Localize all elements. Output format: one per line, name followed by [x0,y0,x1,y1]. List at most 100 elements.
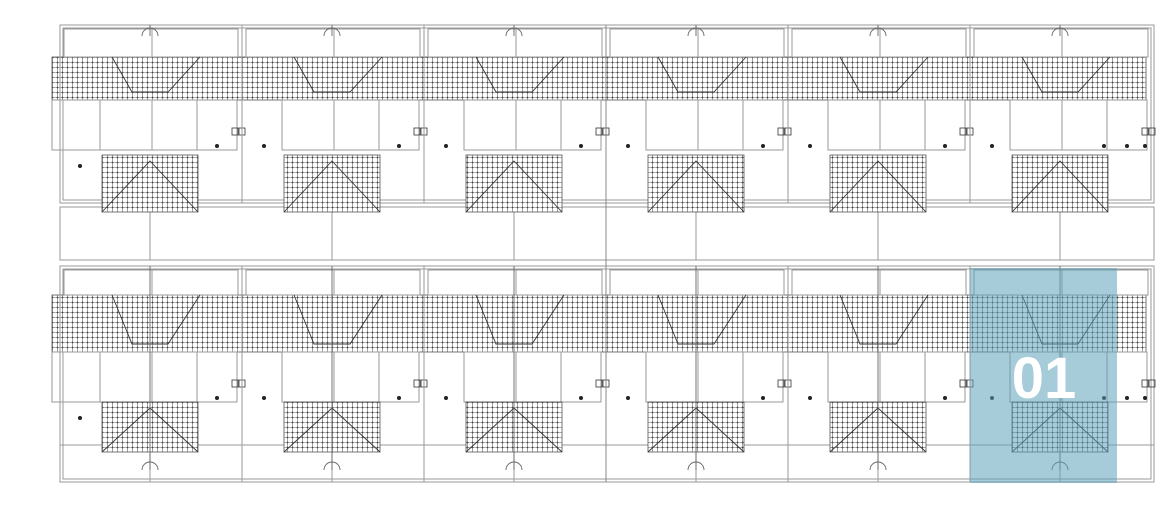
highlighted-unit[interactable] [970,268,1117,483]
front-yard [333,269,421,296]
room [463,99,517,151]
highlight-layer: 01 [970,268,1117,483]
room [697,351,744,403]
room [333,351,380,403]
room [697,99,744,151]
door-swing [323,27,333,37]
house-unit [59,266,266,482]
roof-ridge [1011,160,1109,213]
door-swing [513,461,523,471]
meter-box [777,127,785,136]
rear-roof [101,154,199,213]
downpipe-dot [1143,396,1147,400]
front-yard [515,28,603,58]
roof-ridge [111,56,201,93]
front-yard [697,28,785,58]
room [645,351,699,403]
room [196,351,238,403]
front-yard [697,269,785,296]
roof-band [51,294,1147,353]
meter-box [231,379,239,388]
end-terrace-wall [51,351,101,403]
front-yard [609,28,699,58]
house-unit [605,266,812,482]
front-yard [427,269,517,296]
front-yard [63,269,153,296]
roof-band [51,56,1147,101]
room [281,99,335,151]
door-swing [695,27,705,37]
door-swing [877,27,887,37]
house-unit [241,266,448,482]
roof-ridge [657,56,747,93]
downpipe-dot [1125,396,1129,400]
room [1106,99,1148,151]
meter-box [413,127,421,136]
room [742,99,784,151]
downpipe-dot [262,396,266,400]
door-swing [687,461,697,471]
door-swing [505,27,515,37]
downpipe-dot [761,144,765,148]
meter-box [1148,379,1156,388]
downpipe-dot [1102,144,1106,148]
room [1009,99,1063,151]
downpipe-dot [444,396,448,400]
front-yard [1061,28,1149,58]
terrace-row-south [51,265,1156,483]
downpipe-dot [397,396,401,400]
room [924,351,966,403]
downpipe-dot [990,144,994,148]
house-unit [423,25,630,260]
room [515,351,562,403]
house-unit [787,25,994,260]
downpipe-dot [262,144,266,148]
downpipe-dot [1125,144,1129,148]
rear-roof [283,154,381,213]
terrace-row-north [51,24,1156,261]
door-swing [141,461,151,471]
meter-box [777,379,785,388]
door-swing [149,27,159,37]
row-boundary-inner [62,27,1152,201]
door-swing [323,461,333,471]
rear-roof [1011,154,1109,213]
meter-box [959,379,967,388]
room [463,351,517,403]
house-unit [787,266,994,482]
door-swing [331,461,341,471]
door-swing [141,27,151,37]
downpipe-dot [626,396,630,400]
downpipe-dot [943,144,947,148]
front-yard [791,269,881,296]
house-unit [59,25,266,260]
roof-ridge [283,160,381,213]
door-swing [1051,27,1061,37]
room [1061,99,1108,151]
downpipe-dot [808,396,812,400]
front-yard [151,269,239,296]
house-unit [423,266,630,482]
row-boundary [59,24,1155,204]
downpipe-dot [761,396,765,400]
door-swing [513,27,523,37]
front-yard [879,269,967,296]
downpipe-dot [215,396,219,400]
room [560,351,602,403]
terrace-rows [51,24,1156,483]
room [333,99,380,151]
downpipe-dot [397,144,401,148]
house-unit [241,25,448,260]
garden-strip [59,206,1155,261]
front-yard [427,28,517,58]
unit-number-label: 01 [1012,346,1077,411]
front-yard [333,28,421,58]
front-yard [515,269,603,296]
room [827,99,881,151]
room [827,351,881,403]
rear-roof [465,154,563,213]
door-swing [687,27,697,37]
door-swing [869,27,879,37]
door-swing [505,461,515,471]
